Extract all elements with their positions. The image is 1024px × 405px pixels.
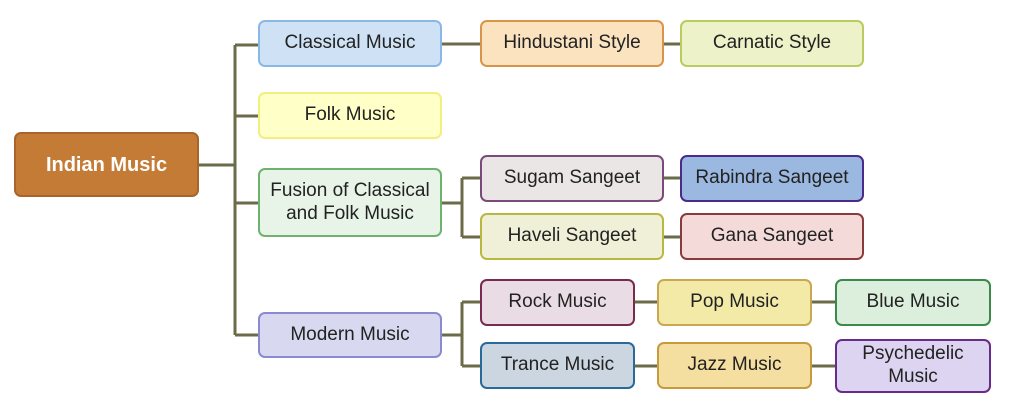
- node-psychedelic-music: Psychedelic Music: [835, 339, 991, 393]
- node-trance-music: Trance Music: [480, 342, 635, 389]
- node-blue-music: Blue Music: [835, 279, 991, 326]
- node-modern-music: Modern Music: [258, 312, 442, 358]
- node-jazz-music: Jazz Music: [657, 342, 812, 389]
- fusion-connectors: [442, 176, 680, 239]
- modern-connectors: [442, 300, 835, 368]
- root-connectors: [199, 43, 258, 337]
- node-gana-sangeet: Gana Sangeet: [680, 213, 864, 260]
- node-sugam-sangeet: Sugam Sangeet: [480, 155, 664, 202]
- node-pop-music: Pop Music: [657, 279, 812, 326]
- node-classical-music: Classical Music: [258, 20, 442, 67]
- node-rock-music: Rock Music: [480, 279, 635, 326]
- node-carnatic-style: Carnatic Style: [680, 20, 864, 67]
- node-fusion-music: Fusion of Classical and Folk Music: [258, 168, 442, 237]
- node-indian-music: Indian Music: [14, 132, 199, 197]
- node-folk-music: Folk Music: [258, 92, 442, 139]
- node-rabindra-sangeet: Rabindra Sangeet: [680, 155, 864, 202]
- node-haveli-sangeet: Haveli Sangeet: [480, 213, 664, 260]
- node-hindustani-style: Hindustani Style: [480, 20, 664, 67]
